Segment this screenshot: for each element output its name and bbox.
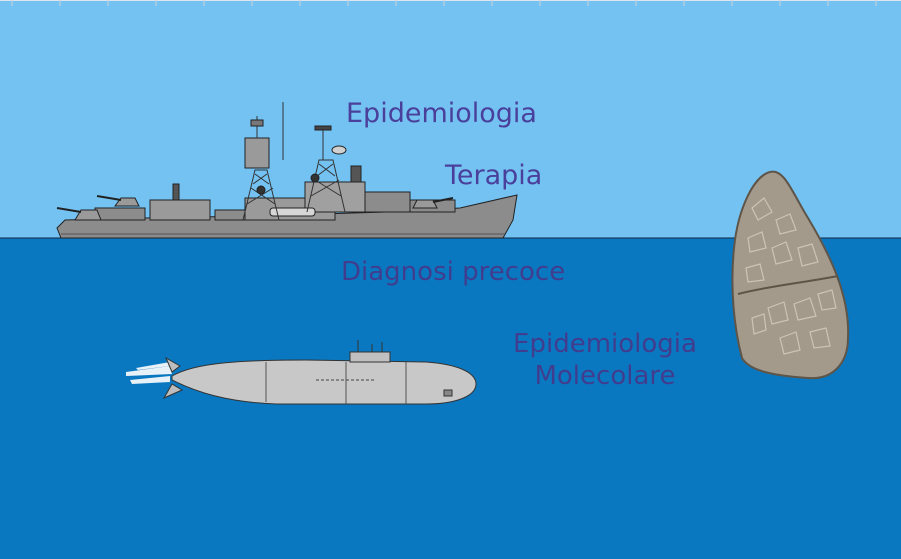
label-epidemiologia-molecolare-line1: Epidemiologia (507, 328, 703, 360)
label-epidemiologia-molecolare-line2: Molecolare (507, 360, 703, 392)
submarine-icon (126, 340, 478, 410)
label-terapia: Terapia (445, 162, 542, 189)
label-epidemiologia: Epidemiologia (346, 100, 537, 127)
label-diagnosi-precoce: Diagnosi precoce (341, 259, 565, 285)
label-epidemiologia-molecolare: Epidemiologia Molecolare (507, 328, 703, 392)
top-ruler (0, 0, 901, 8)
lung-icon (728, 168, 854, 384)
